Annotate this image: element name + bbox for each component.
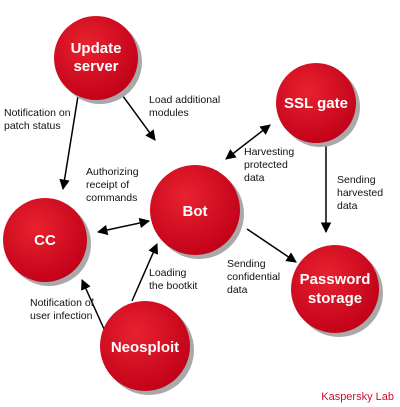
edge-label-sending-confidential-line-2: confidential	[227, 271, 280, 283]
edge-bot-to-password	[246, 228, 297, 263]
edge-label-sending-confidential: Sending confidential data	[227, 258, 280, 296]
edge-label-sending-harvested-line-3: data	[337, 200, 358, 212]
edge-label-harvesting: Harvesting protected data	[244, 146, 294, 184]
edge-label-sending-harvested: Sending harvested data	[337, 174, 383, 212]
node-neosploit-label: Neosploit	[111, 339, 179, 356]
edge-label-loading-bootkit-line-2: the bootkit	[149, 280, 198, 292]
node-bot[interactable]: Bot	[150, 165, 244, 259]
edge-label-sending-harvested-line-2: harvested	[337, 187, 383, 199]
edge-bot-ssl	[225, 124, 271, 160]
node-ssl-gate-label: SSL gate	[284, 95, 348, 112]
edge-label-authorizing: Authorizing receipt of commands	[86, 166, 139, 204]
edge-label-load-modules-line-2: modules	[149, 107, 189, 119]
edge-label-notification-patch: Notification on patch status	[4, 107, 71, 132]
edge-label-harvesting-line-3: data	[244, 172, 265, 184]
node-neosploit-circle	[100, 301, 190, 391]
edge-label-notification-infection-line-1: Notification of	[30, 297, 94, 309]
edge-label-authorizing-line-2: receipt of	[86, 179, 129, 191]
node-ssl-gate[interactable]: SSL gate	[276, 63, 360, 147]
node-update-server-circle	[54, 16, 138, 100]
edge-label-loading-bootkit: Loading the bootkit	[149, 267, 198, 292]
edge-label-notification-infection-line-2: user infection	[30, 310, 93, 322]
credit-label: Kaspersky Lab	[321, 391, 394, 403]
edge-update-to-bot	[119, 91, 156, 141]
node-update-server-label-2: server	[73, 58, 118, 75]
edge-neosploit-to-cc	[81, 279, 105, 330]
node-cc[interactable]: CC	[3, 198, 91, 286]
node-update-server[interactable]: Update server	[54, 16, 142, 104]
edge-label-loading-bootkit-line-1: Loading	[149, 267, 187, 279]
edge-labels: Notification on patch status Load additi…	[4, 94, 383, 322]
edge-label-sending-harvested-line-1: Sending	[337, 174, 376, 186]
edge-update-to-cc	[59, 95, 79, 191]
node-password-storage-circle	[291, 245, 379, 333]
edges	[59, 91, 332, 330]
node-password-storage-label-1: Password	[300, 271, 371, 288]
edge-neosploit-to-bot	[131, 243, 159, 302]
edge-label-authorizing-line-3: commands	[86, 192, 137, 204]
node-bot-label: Bot	[183, 203, 208, 220]
node-password-storage[interactable]: Password storage	[291, 245, 383, 337]
edge-label-load-modules-line-1: Load additional	[149, 94, 220, 106]
nodes: Update server SSL gate CC Bot Password s…	[3, 16, 383, 395]
node-bot-circle	[150, 165, 240, 255]
node-update-server-label-1: Update	[71, 40, 122, 57]
edge-label-notification-infection: Notification of user infection	[30, 297, 94, 322]
edge-label-sending-confidential-line-1: Sending	[227, 258, 266, 270]
node-password-storage-label-2: storage	[308, 290, 362, 307]
edge-label-harvesting-line-2: protected	[244, 159, 288, 171]
edge-label-harvesting-line-1: Harvesting	[244, 146, 294, 158]
edge-label-notification-patch-line-1: Notification on	[4, 107, 71, 119]
node-cc-label: CC	[34, 232, 56, 249]
edge-label-load-modules: Load additional modules	[149, 94, 220, 119]
node-ssl-gate-circle	[276, 63, 356, 143]
edge-label-sending-confidential-line-3: data	[227, 284, 248, 296]
edge-label-notification-patch-line-2: patch status	[4, 120, 61, 132]
node-cc-circle	[3, 198, 87, 282]
node-neosploit[interactable]: Neosploit	[100, 301, 194, 395]
edge-label-authorizing-line-1: Authorizing	[86, 166, 139, 178]
edge-bot-cc	[96, 217, 151, 236]
